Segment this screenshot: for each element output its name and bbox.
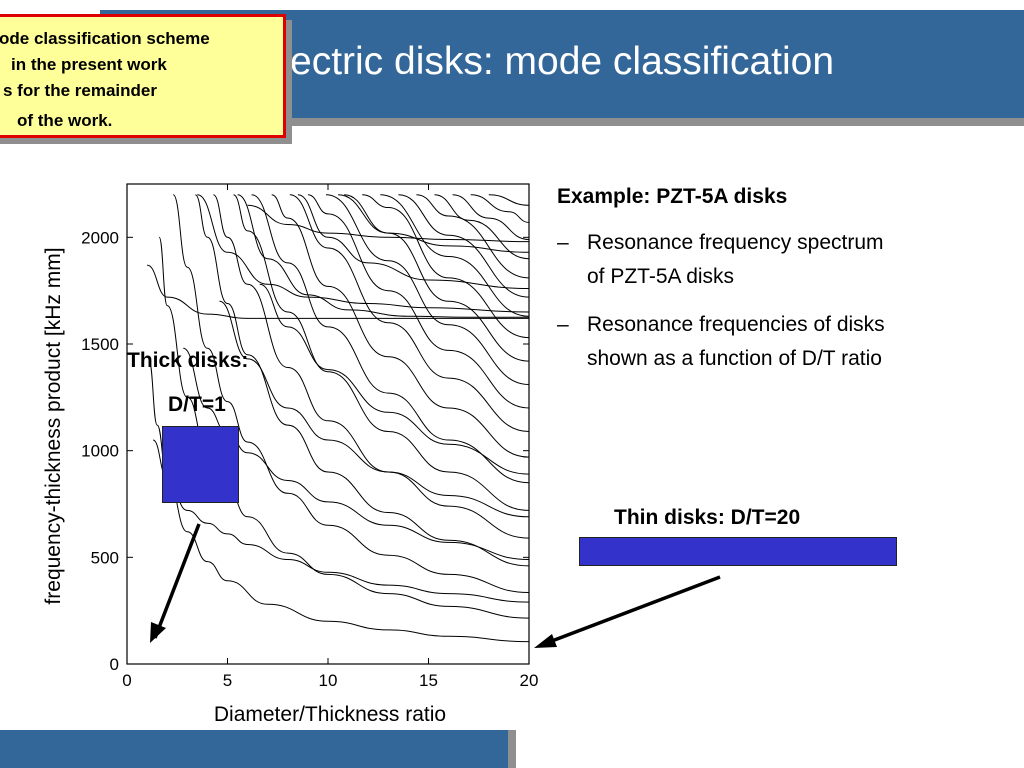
series-curve-3 <box>172 194 529 593</box>
thin-disk-shape <box>579 537 897 566</box>
series-curve-21 <box>152 439 529 603</box>
series-curve-12 <box>344 194 529 362</box>
note-box: ode classification scheme in the present… <box>0 14 286 138</box>
series-curve-13 <box>362 194 529 339</box>
plot-frame <box>126 183 530 665</box>
x-axis-label: Diameter/Thickness ratio <box>214 703 446 726</box>
series-curve-18 <box>452 194 529 240</box>
note-line-4: of the work. <box>17 111 113 130</box>
y-tick-label-0: 0 <box>110 655 119 674</box>
x-tick-label-0: 0 <box>122 671 131 690</box>
series-curve-28 <box>297 194 529 289</box>
series-curve-30 <box>247 204 529 243</box>
series-curve-10 <box>307 194 529 409</box>
bullet-2-line-2: shown as a function of D/T ratio <box>587 347 882 370</box>
series-curve-9 <box>289 194 529 432</box>
series-curve-25 <box>146 264 529 319</box>
bullet-1-line-1: Resonance frequency spectrum <box>587 231 884 254</box>
series-curve-23 <box>219 300 529 518</box>
thin-disks-label: Thin disks: D/T=20 <box>614 506 801 529</box>
series-curve-22 <box>183 347 529 560</box>
series-curve-26 <box>237 194 529 318</box>
chart-area: 0 5 10 15 20 0 500 1000 1500 2000 Diameter/Thickn… <box>0 150 560 730</box>
series-curve-5 <box>212 194 529 539</box>
series-curve-24 <box>259 283 529 475</box>
thick-disk-shape <box>162 426 239 503</box>
bullet-1-line-2: of PZT-5A disks <box>587 265 735 288</box>
note-line-2: in the present work <box>11 55 167 74</box>
series-curve-20 <box>488 194 529 206</box>
ticks-group: 0 5 10 15 20 0 500 1000 1500 2000 <box>81 184 538 690</box>
series-curve-15 <box>398 194 529 298</box>
slide-title: ectric disks: mode classification <box>290 40 835 83</box>
series-curve-19 <box>470 194 529 223</box>
thick-disks-ratio: D/T=1 <box>168 393 226 416</box>
series-curve-16 <box>416 194 529 279</box>
series-curve-8 <box>271 194 529 458</box>
x-tick-label-1: 5 <box>223 671 232 690</box>
series-curve-14 <box>380 194 529 317</box>
curves-group <box>146 194 529 643</box>
series-curve-27 <box>197 194 529 313</box>
series-curve-4 <box>194 194 529 567</box>
thick-disks-label: Thick disks: <box>127 349 249 372</box>
frequency-spectrum-chart: 0 5 10 15 20 0 500 1000 1500 2000 Diameter/Thickn… <box>42 183 538 726</box>
thin-arrow-line <box>543 575 721 646</box>
note-line-1: ode classification scheme <box>0 29 210 48</box>
series-curve-2 <box>158 236 529 619</box>
bullet-1-dash: – <box>557 231 569 254</box>
x-tick-label-4: 20 <box>520 671 539 690</box>
y-tick-label-2: 1000 <box>81 442 119 461</box>
bullet-2-dash: – <box>557 313 569 336</box>
x-tick-label-2: 10 <box>319 671 338 690</box>
y-tick-label-1: 500 <box>91 548 119 567</box>
example-heading: Example: PZT-5A disks <box>557 185 788 208</box>
series-curve-7 <box>251 194 529 484</box>
series-curve-29 <box>338 194 529 253</box>
note-line-3: s for the remainder <box>3 81 157 100</box>
series-curve-11 <box>325 194 529 385</box>
y-tick-label-3: 1500 <box>81 335 119 354</box>
y-axis-label: frequency-thickness product [kHz mm] <box>42 247 65 604</box>
bullet-2-line-1: Resonance frequencies of disks <box>587 313 885 336</box>
y-tick-label-4: 2000 <box>81 228 119 247</box>
x-tick-label-3: 15 <box>419 671 438 690</box>
